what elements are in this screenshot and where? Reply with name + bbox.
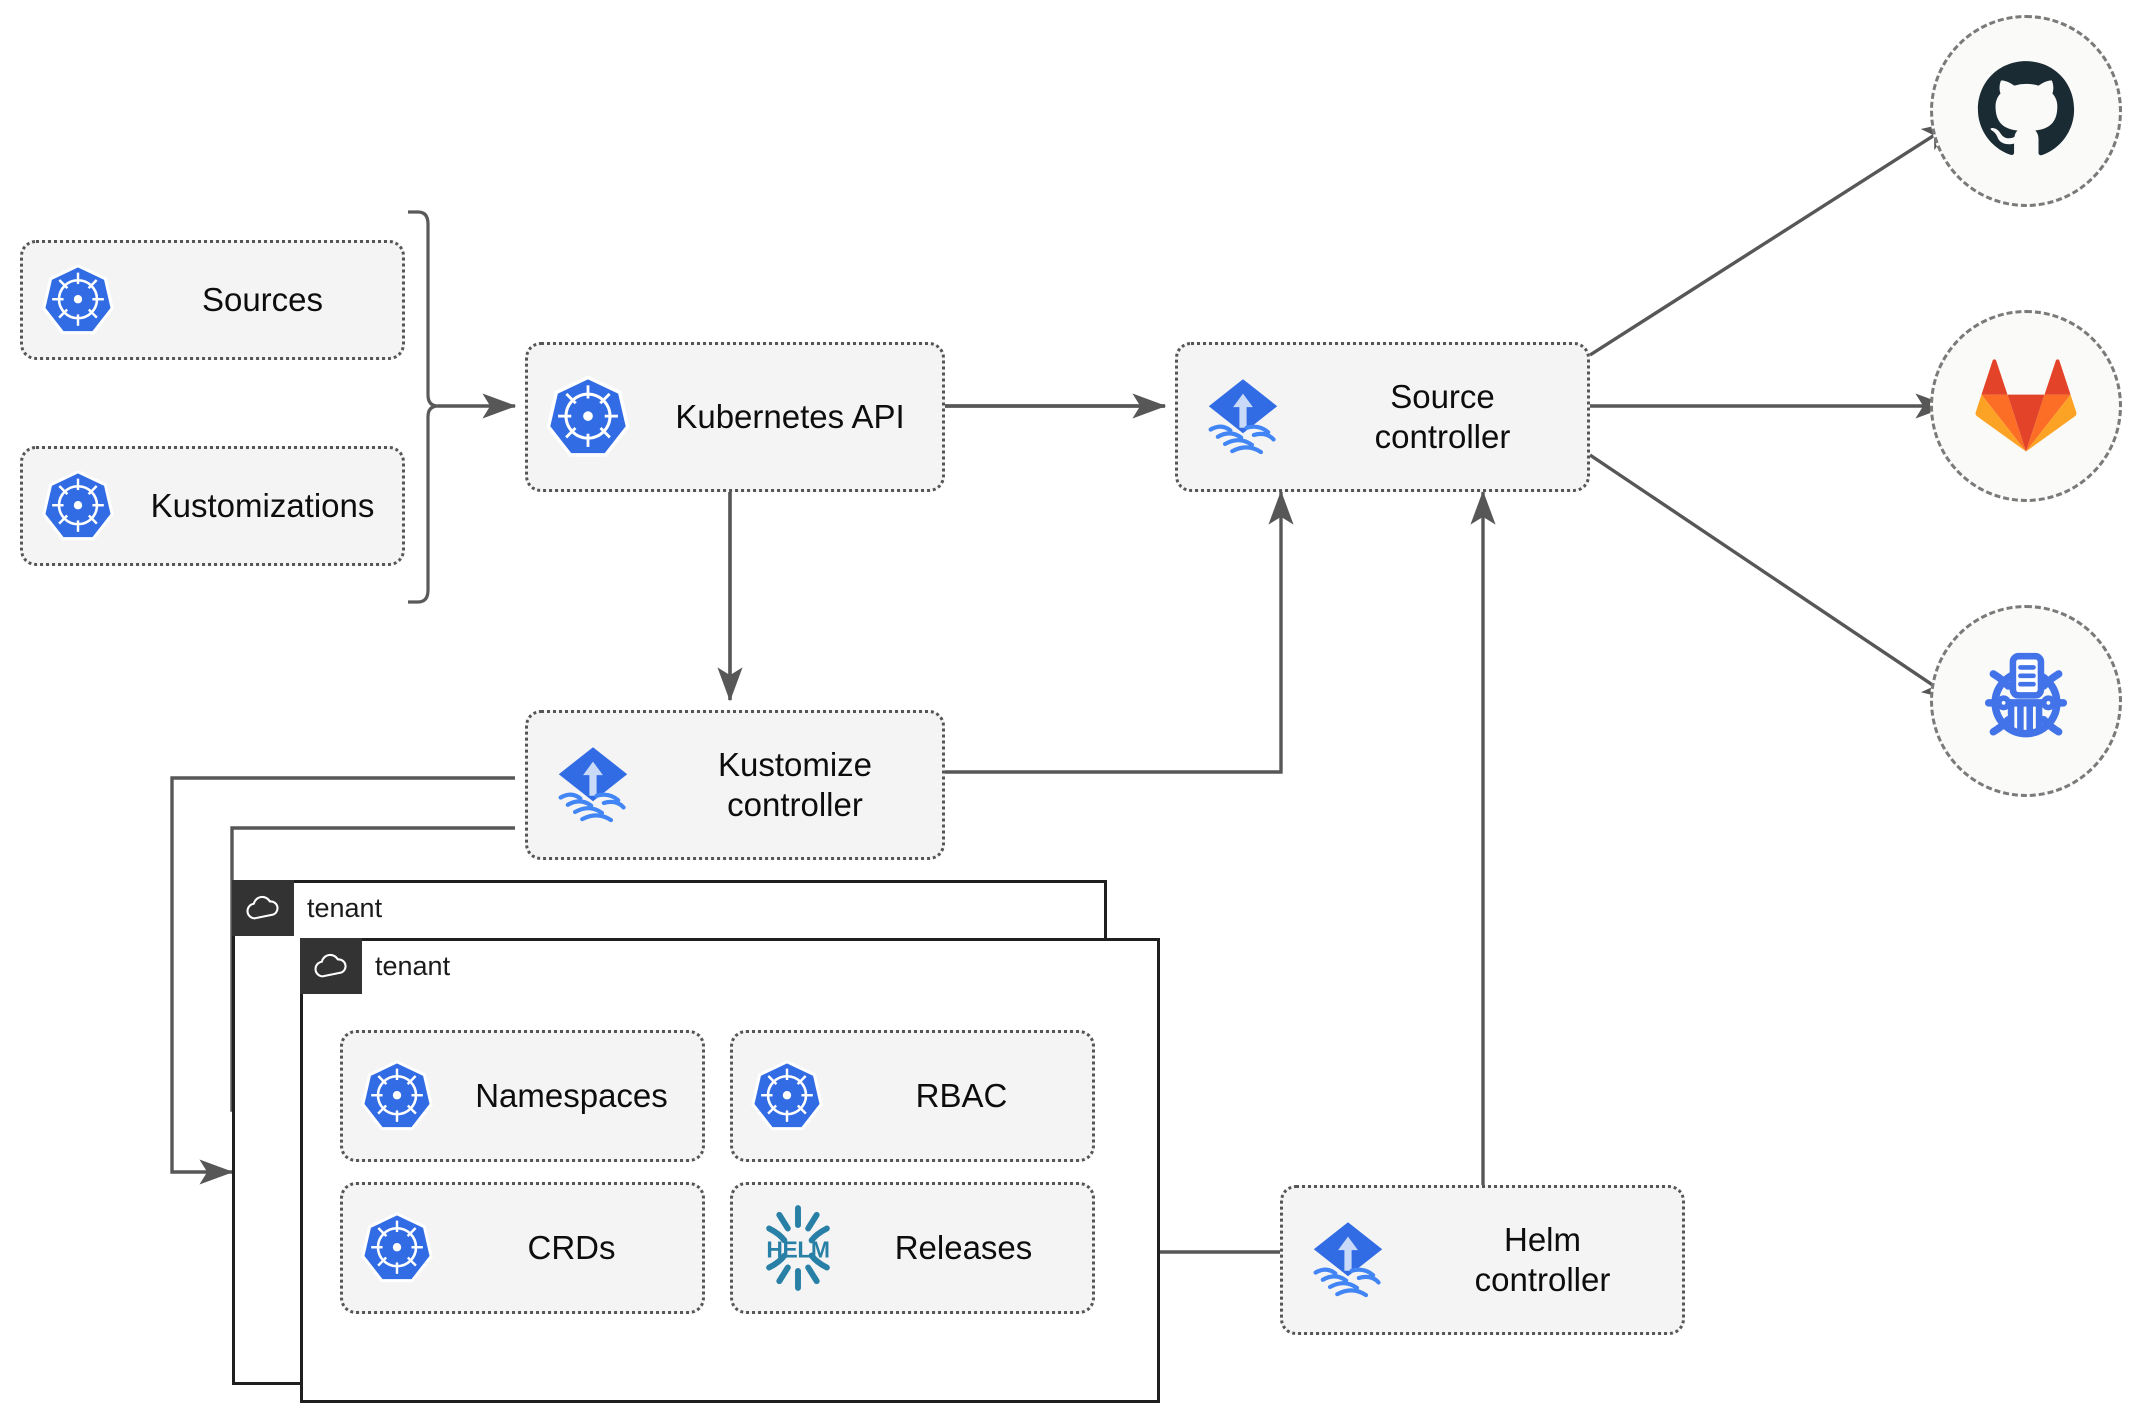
node-kubernetes-api[interactable]: Kubernetes API bbox=[525, 342, 945, 492]
node-source-controller[interactable]: Source controller bbox=[1175, 342, 1590, 492]
kubernetes-icon bbox=[528, 373, 648, 461]
node-label: Sources bbox=[201, 280, 324, 318]
node-sources[interactable]: Sources bbox=[20, 240, 405, 360]
svg-text:HELM: HELM bbox=[766, 1236, 829, 1262]
node-label: CRDs bbox=[527, 1228, 616, 1266]
helm-icon: HELM bbox=[733, 1203, 863, 1293]
kubernetes-icon bbox=[733, 1058, 841, 1134]
node-namespaces[interactable]: Namespaces bbox=[340, 1030, 705, 1162]
cloud-icon bbox=[300, 938, 362, 994]
tenant-container-front[interactable]: tenant bbox=[300, 938, 1160, 1403]
node-label: Namespaces bbox=[475, 1076, 668, 1114]
node-label: Kustomize controller bbox=[717, 745, 873, 823]
kubernetes-icon bbox=[23, 262, 133, 338]
kubernetes-icon bbox=[23, 468, 133, 544]
node-helm-controller[interactable]: Helm controller bbox=[1280, 1185, 1685, 1335]
provider-container-registry[interactable] bbox=[1930, 605, 2122, 797]
provider-gitlab[interactable] bbox=[1930, 310, 2122, 502]
node-kustomize-controller[interactable]: Kustomize controller bbox=[525, 710, 945, 860]
gitlab-icon bbox=[1975, 359, 2077, 452]
node-label: Kubernetes API bbox=[675, 397, 905, 435]
provider-github[interactable] bbox=[1930, 15, 2122, 207]
node-label: Helm controller bbox=[1474, 1220, 1611, 1298]
node-label: Kustomizations bbox=[150, 486, 375, 524]
node-label: Source controller bbox=[1374, 377, 1511, 455]
kubernetes-icon bbox=[343, 1058, 451, 1134]
github-icon bbox=[1977, 61, 2075, 156]
node-label: RBAC bbox=[915, 1076, 1008, 1114]
node-label: Releases bbox=[894, 1228, 1033, 1266]
tenant-label: tenant bbox=[375, 950, 451, 981]
node-crds[interactable]: CRDs bbox=[340, 1182, 705, 1314]
flux-icon bbox=[528, 740, 658, 830]
flux-icon bbox=[1178, 372, 1308, 462]
node-kustomizations[interactable]: Kustomizations bbox=[20, 446, 405, 566]
helm-chart-registry-icon bbox=[1984, 652, 2068, 738]
node-rbac[interactable]: RBAC bbox=[730, 1030, 1095, 1162]
flux-icon bbox=[1283, 1215, 1413, 1305]
cloud-icon bbox=[232, 880, 294, 936]
tenant-label: tenant bbox=[307, 892, 383, 923]
node-releases[interactable]: HELM Releases bbox=[730, 1182, 1095, 1314]
kubernetes-icon bbox=[343, 1210, 451, 1286]
